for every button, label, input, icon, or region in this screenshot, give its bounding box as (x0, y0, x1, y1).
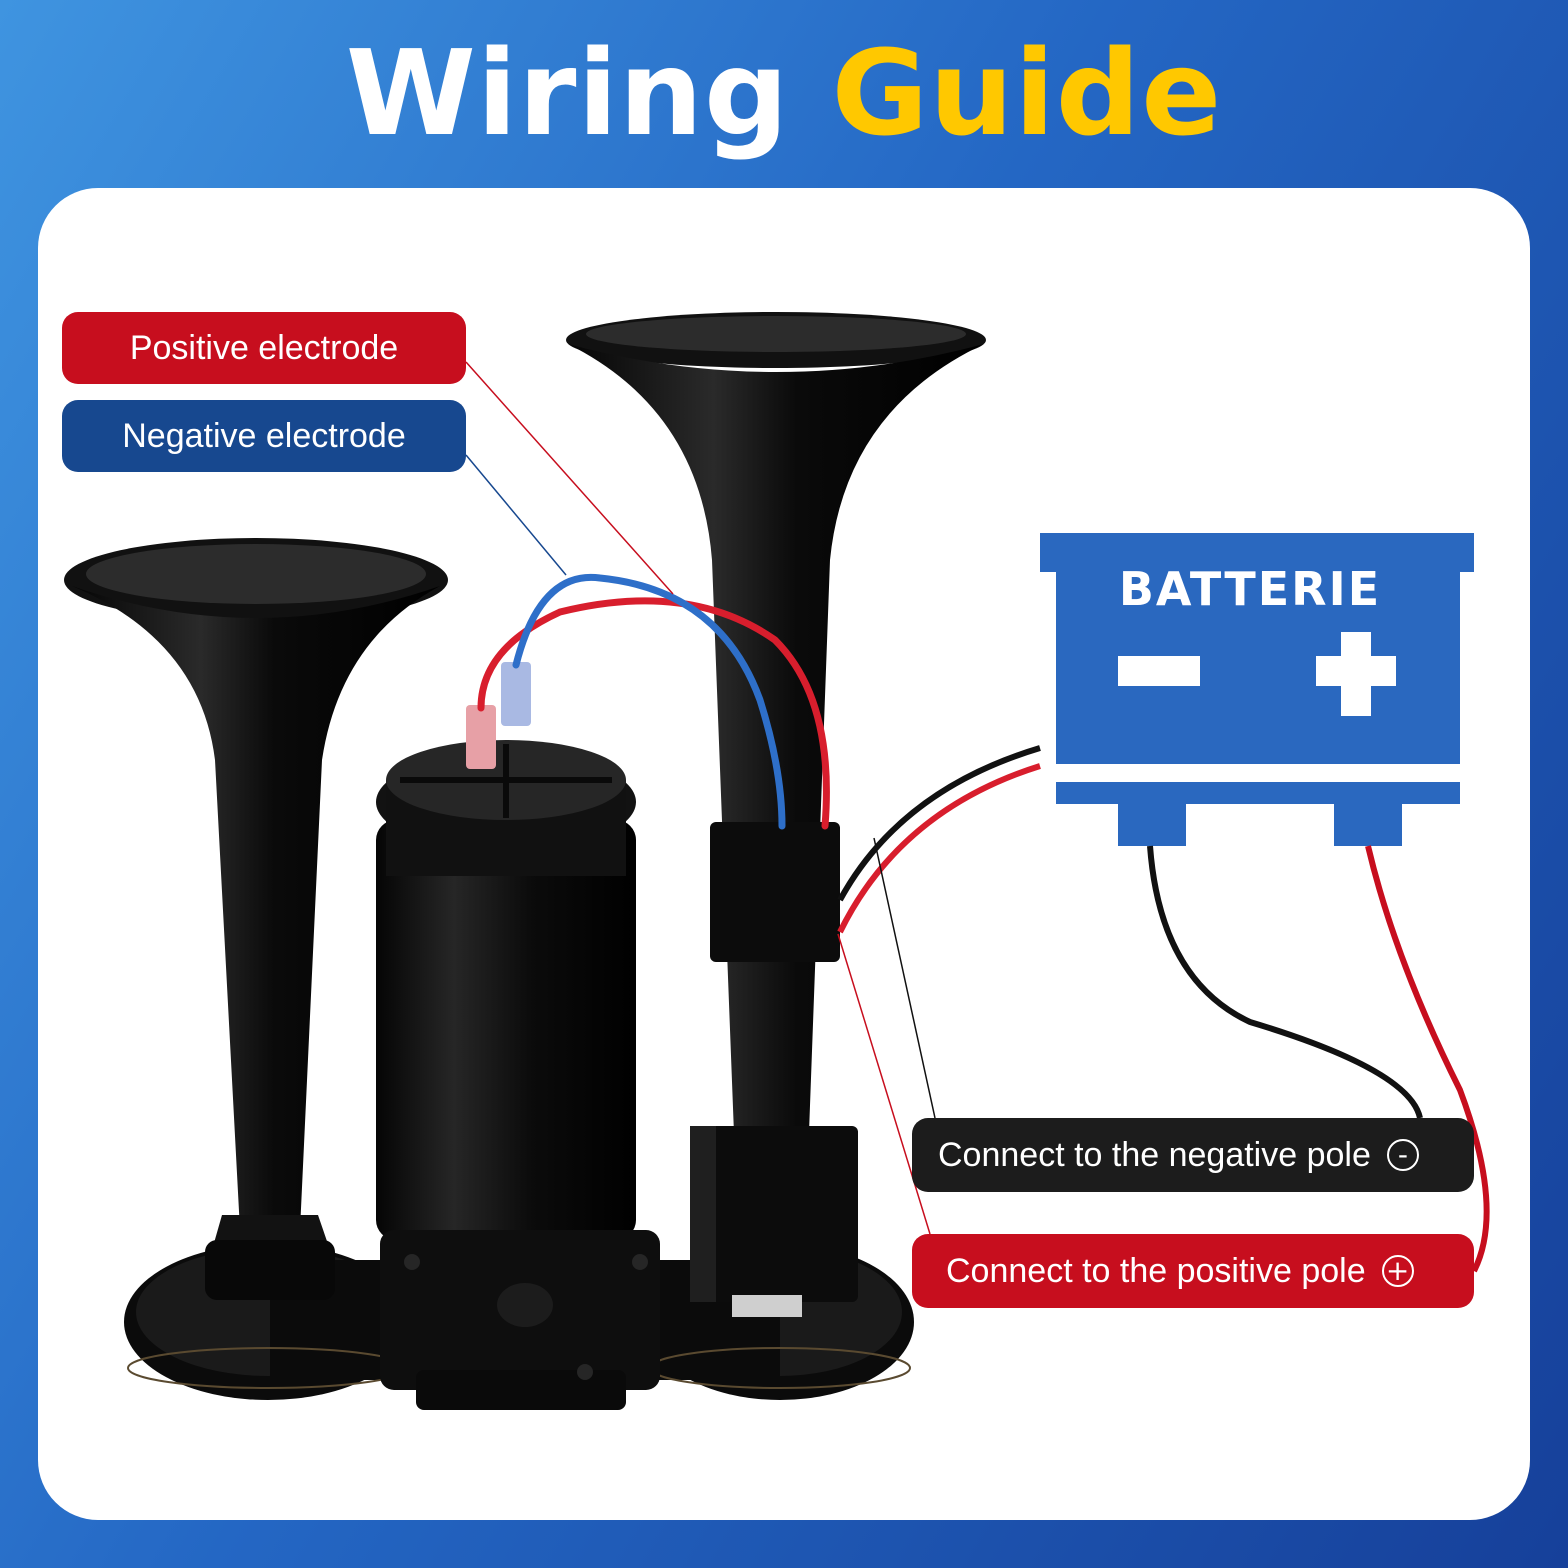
title-word-guide: Guide (831, 24, 1223, 162)
trumpet-horn-icon (64, 538, 448, 1300)
page-title: Wiring Guide (0, 18, 1568, 168)
air-compressor-icon (376, 740, 660, 1410)
horn-red-wire (477, 597, 830, 830)
title-word-wiring: Wiring (345, 24, 790, 162)
battery-label: BATTERIE (1118, 562, 1382, 616)
relay-icon (690, 822, 858, 1317)
negative-electrode-text: Negative electrode (122, 416, 406, 455)
negative-pole-text: Connect to the negative pole (938, 1135, 1371, 1174)
positive-pole-text: Connect to the positive pole (946, 1251, 1366, 1290)
leader-line-negative (465, 454, 567, 576)
negative-pole-label: Connect to the negative pole - (912, 1118, 1474, 1192)
minus-circle-icon: - (1386, 1139, 1419, 1171)
leader-line-positive (465, 361, 674, 595)
positive-pole-label: Connect to the positive pole + (912, 1234, 1474, 1308)
spade-terminals (466, 662, 531, 769)
relay-red-wire (837, 763, 1041, 934)
horn-blue-wire (512, 573, 786, 830)
negative-electrode-label: Negative electrode (62, 400, 466, 472)
positive-electrode-label: Positive electrode (62, 312, 466, 384)
leader-line-ground (873, 837, 936, 1119)
minus-icon (1118, 656, 1200, 686)
battery-black-wire (1147, 845, 1423, 1119)
positive-electrode-text: Positive electrode (129, 328, 399, 367)
plus-circle-icon: + (1381, 1255, 1414, 1287)
battery-red-wire (1365, 845, 1490, 1273)
relay-black-wire (837, 745, 1041, 902)
battery-icon (1040, 533, 1474, 846)
